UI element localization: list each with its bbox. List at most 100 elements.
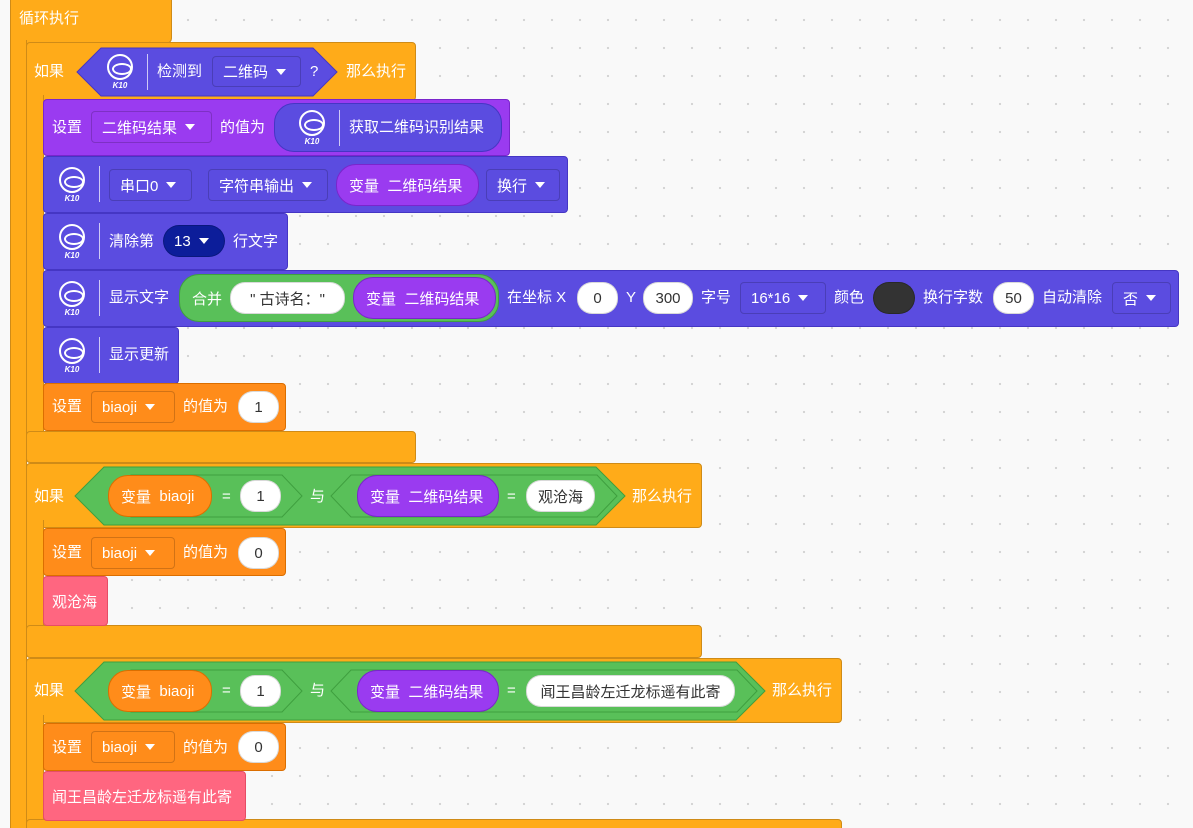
- and-label: 与: [310, 488, 326, 505]
- equals-sign: =: [507, 682, 516, 699]
- then-label: 那么执行: [632, 488, 693, 505]
- value: 0: [254, 738, 263, 756]
- qr-var-reporter[interactable]: 变量 二维码结果: [357, 670, 499, 712]
- value-label: 的值为: [183, 544, 229, 561]
- chevron-down-icon: [166, 182, 177, 188]
- chevron-down-icon: [535, 182, 546, 188]
- biaoji-reporter[interactable]: 变量 biaoji: [108, 670, 212, 712]
- if-label: 如果: [34, 488, 65, 505]
- var-name: 二维码结果: [404, 290, 480, 308]
- y-label: Y: [626, 289, 637, 306]
- font-size-dropdown[interactable]: 16*16: [740, 282, 826, 314]
- autoclear-dropdown[interactable]: 否: [1112, 282, 1171, 314]
- chevron-down-icon: [145, 550, 156, 556]
- value-input[interactable]: 0: [238, 537, 279, 569]
- chevron-down-icon: [1146, 295, 1157, 301]
- loop-label: 循环执行: [19, 10, 80, 27]
- separator: [99, 166, 100, 202]
- and-label: 与: [310, 682, 326, 699]
- chevron-down-icon: [145, 744, 156, 750]
- clear-label: 清除第: [109, 233, 155, 250]
- qr-var-dropdown[interactable]: 二维码结果: [91, 111, 212, 143]
- x-input[interactable]: 0: [577, 282, 618, 314]
- var-name: 二维码结果: [408, 683, 484, 701]
- newline-dropdown[interactable]: 换行: [486, 169, 560, 201]
- y-value: 300: [655, 289, 681, 307]
- var-prefix: 变量: [121, 488, 152, 506]
- if-block-2-bottom: [26, 625, 702, 658]
- poem-call-block[interactable]: [43, 576, 108, 626]
- equals-sign: =: [507, 488, 516, 505]
- if-block-2-arm: [26, 520, 44, 635]
- compare-text-input[interactable]: 观沧海: [526, 480, 595, 512]
- chevron-down-icon: [145, 404, 156, 410]
- var-prefix: 变量: [121, 683, 152, 701]
- var-name: 二维码结果: [408, 488, 484, 506]
- if-label: 如果: [34, 63, 65, 80]
- var-name: biaoji: [159, 682, 195, 700]
- var-prefix: 变量: [370, 683, 401, 701]
- detect-type-dropdown[interactable]: 二维码: [212, 56, 301, 87]
- color-swatch[interactable]: [873, 282, 915, 314]
- compare-text: 闻王昌龄左迁龙标遥有此寄: [540, 683, 721, 701]
- wrap-count-value: 50: [1005, 289, 1022, 307]
- biaoji-var-dropdown[interactable]: biaoji: [91, 537, 175, 569]
- compare-value: 1: [256, 682, 265, 700]
- compare-value-input[interactable]: 1: [240, 675, 281, 707]
- autoclear-value: 否: [1123, 290, 1139, 308]
- compare-value: 1: [256, 487, 265, 505]
- coord-label: 在坐标 X: [507, 289, 567, 306]
- reporter-label: 获取二维码识别结果: [349, 119, 485, 136]
- separator: [99, 337, 100, 373]
- serial-port-value: 串口0: [120, 177, 159, 195]
- k10-icon: K10: [99, 49, 139, 93]
- join-text-input[interactable]: " 古诗名：": [230, 282, 345, 314]
- output-mode-dropdown[interactable]: 字符串输出: [208, 169, 328, 201]
- variable-reporter[interactable]: 变量 二维码结果: [353, 277, 496, 319]
- biaoji-var-dropdown[interactable]: biaoji: [91, 731, 175, 763]
- k10-icon: K10: [51, 333, 91, 377]
- value-label: 的值为: [220, 119, 266, 136]
- if-block-1-bottom: [26, 431, 416, 463]
- autoclear-label: 自动清除: [1042, 289, 1103, 306]
- k10-icon: K10: [51, 162, 91, 206]
- then-label: 那么执行: [346, 63, 407, 80]
- compare-value-input[interactable]: 1: [240, 480, 281, 512]
- value-input[interactable]: 1: [238, 391, 279, 423]
- var-prefix: 变量: [349, 177, 380, 195]
- forever-loop-arm: [10, 40, 27, 828]
- if-block-1-arm: [26, 95, 44, 440]
- poem-label: 闻王昌龄左迁龙标遥有此寄: [52, 789, 233, 806]
- qr-var-value: 二维码结果: [102, 119, 178, 137]
- biaoji-var-value: biaoji: [102, 398, 138, 416]
- output-mode-value: 字符串输出: [219, 177, 295, 195]
- if-block-3-arm: [26, 715, 44, 828]
- chevron-down-icon: [276, 68, 287, 75]
- variable-reporter[interactable]: 变量 二维码结果: [336, 164, 479, 206]
- detect-label: 检测到: [157, 63, 203, 80]
- forever-loop-block[interactable]: [10, 0, 172, 44]
- poem-label: 观沧海: [52, 594, 98, 611]
- value-input[interactable]: 0: [238, 731, 279, 763]
- compare-text-input[interactable]: 闻王昌龄左迁龙标遥有此寄: [526, 675, 735, 707]
- line-text-label: 行文字: [233, 233, 279, 250]
- line-number-value: 13: [174, 232, 191, 250]
- wrap-count-label: 换行字数: [923, 289, 984, 306]
- var-name: 二维码结果: [387, 177, 463, 195]
- chevron-down-icon: [798, 295, 809, 301]
- y-input[interactable]: 300: [643, 282, 693, 314]
- serial-port-dropdown[interactable]: 串口0: [109, 169, 192, 201]
- font-size-label: 字号: [701, 289, 732, 306]
- k10-icon: K10: [51, 276, 91, 320]
- value: 0: [254, 544, 263, 562]
- line-number-dropdown[interactable]: 13: [163, 225, 225, 257]
- join-label: 合并: [192, 290, 223, 308]
- biaoji-reporter[interactable]: 变量 biaoji: [108, 475, 212, 517]
- biaoji-var-dropdown[interactable]: biaoji: [91, 391, 175, 423]
- value: 1: [254, 398, 263, 416]
- poem-call-block[interactable]: [43, 771, 246, 821]
- show-update-label: 显示更新: [109, 346, 170, 363]
- qr-var-reporter[interactable]: 变量 二维码结果: [357, 475, 499, 517]
- wrap-count-input[interactable]: 50: [993, 282, 1034, 314]
- separator: [99, 223, 100, 259]
